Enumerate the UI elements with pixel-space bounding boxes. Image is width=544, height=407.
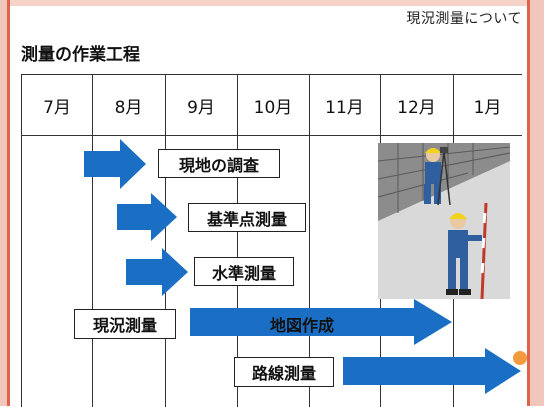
slide-right-border [527,0,544,406]
column-divider [237,75,238,407]
month-header-jul: 7月 [43,97,71,118]
surveyor-illustration [378,143,510,299]
month-header-dec: 12月 [397,97,436,118]
arrow-site-survey [84,139,146,189]
slide-top-border [10,0,527,6]
arrow-route-survey [343,348,521,394]
page-title: 測量の作業工程 [21,45,140,65]
slide-left-border [0,0,10,406]
arrow-control-point-survey [117,193,177,241]
decorative-dot [513,351,527,365]
header-row-divider [22,135,522,136]
arrow-leveling-survey [126,248,188,296]
header-title: 現況測量について [406,11,522,27]
month-header-oct: 10月 [253,97,293,118]
task-leveling-survey: 水準測量 [194,257,294,286]
task-map-making: 地図作成 [270,316,335,335]
task-current-survey: 現況測量 [74,309,176,339]
month-header-jan: 1月 [473,97,502,118]
column-divider [309,75,310,407]
task-control-point-survey: 基準点測量 [188,203,306,232]
column-divider [92,75,93,407]
task-site-survey: 現地の調査 [158,149,280,178]
month-header-nov: 11月 [325,97,364,118]
arrow-map-making [190,299,452,345]
task-route-survey: 路線測量 [234,357,334,387]
month-header-sep: 9月 [187,97,215,118]
column-divider [165,75,166,407]
month-header-aug: 8月 [114,97,143,118]
